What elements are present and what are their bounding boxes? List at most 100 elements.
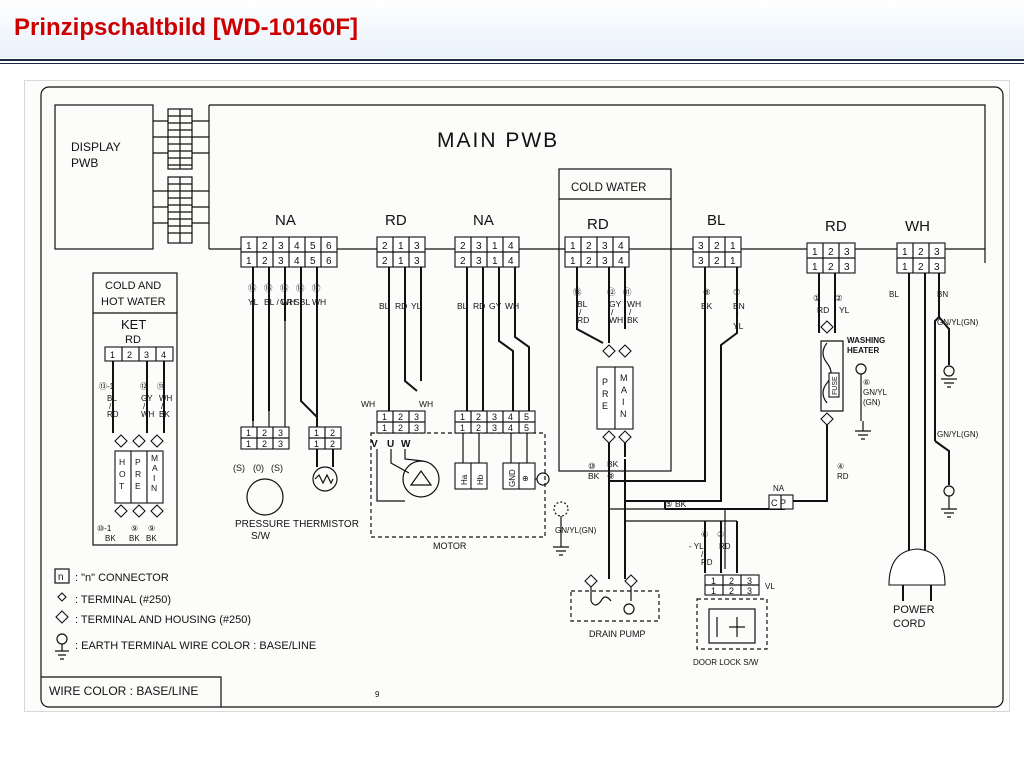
svg-text:RD: RD <box>395 301 407 311</box>
svg-text:- YL: - YL <box>689 542 704 551</box>
svg-text:GY: GY <box>141 394 153 403</box>
svg-text:2: 2 <box>382 256 388 267</box>
svg-text:2: 2 <box>262 428 267 438</box>
cold-water-label: COLD WATER <box>571 182 646 194</box>
svg-text:MOTOR: MOTOR <box>433 541 467 551</box>
svg-text:3: 3 <box>476 256 482 267</box>
svg-text:S/W: S/W <box>251 531 270 542</box>
svg-text:A: A <box>621 385 627 395</box>
svg-text:3: 3 <box>278 428 283 438</box>
connector-na2: NA 2 3 1 4 2 3 1 4 <box>454 212 520 268</box>
connector-na1: NA 1 2 3 4 5 6 1 2 3 4 5 6 <box>240 212 338 268</box>
svg-text:⑭: ⑭ <box>296 283 305 293</box>
svg-text:3: 3 <box>414 241 420 252</box>
svg-text:COLD AND: COLD AND <box>105 280 161 292</box>
svg-text:U: U <box>387 439 394 450</box>
svg-text:P: P <box>135 457 141 467</box>
svg-text:BL / WH: BL / WH <box>264 297 295 307</box>
svg-text:2: 2 <box>476 423 481 433</box>
svg-text:2: 2 <box>918 247 924 258</box>
svg-text:⑥: ⑥ <box>701 530 708 539</box>
svg-text:BL: BL <box>379 301 390 311</box>
svg-text:2: 2 <box>586 241 592 252</box>
svg-text:3: 3 <box>278 439 283 449</box>
svg-text:YL: YL <box>839 305 850 315</box>
svg-text:⑰: ⑰ <box>312 283 321 293</box>
svg-text:(0): (0) <box>253 463 264 473</box>
svg-text:3: 3 <box>747 586 752 596</box>
svg-text:/: / <box>736 311 739 321</box>
svg-text:WH: WH <box>905 218 930 235</box>
wire-color-box: WIRE COLOR : BASE/LINE <box>41 676 222 707</box>
cold-water-valve: P R E M A I N ⑩ ⑨ BK BK <box>588 344 634 481</box>
svg-text:2: 2 <box>714 256 720 267</box>
svg-text:BK: BK <box>146 534 157 543</box>
svg-text:: "n" CONNECTOR: : "n" CONNECTOR <box>75 572 169 584</box>
svg-text:/: / <box>611 307 614 317</box>
svg-text:⑬: ⑬ <box>573 287 582 297</box>
rd2-wires: ⑬ ⑫ ⑪ BL / RD GY / WH WH / BK <box>573 267 641 344</box>
page-mark: 9 <box>375 690 380 699</box>
connector-rd1: RD 2 1 3 2 1 3 <box>376 212 426 268</box>
svg-text:1: 1 <box>570 256 576 267</box>
rd1-wires: BL RD YL <box>379 267 422 411</box>
svg-text:2: 2 <box>586 256 592 267</box>
svg-text:HOT WATER: HOT WATER <box>101 296 166 308</box>
svg-text:4: 4 <box>294 256 300 267</box>
svg-text:THERMISTOR: THERMISTOR <box>293 519 359 530</box>
svg-text:⑬-1: ⑬-1 <box>99 382 115 391</box>
svg-text:4: 4 <box>618 241 624 252</box>
connector-rd3: RD 1 2 3 1 2 3 <box>806 218 856 274</box>
svg-text:2: 2 <box>918 262 924 273</box>
svg-text:C P: C P <box>771 498 786 508</box>
svg-text:WH: WH <box>141 410 155 419</box>
svg-text:3: 3 <box>492 423 497 433</box>
svg-text:3: 3 <box>934 247 940 258</box>
svg-text:④: ④ <box>837 462 844 471</box>
svg-text:⑨: ⑨ <box>148 524 155 533</box>
svg-text:RD: RD <box>719 542 731 551</box>
svg-text:3: 3 <box>278 241 284 252</box>
svg-text:RD: RD <box>587 216 609 233</box>
svg-text:2: 2 <box>330 428 335 438</box>
svg-text:(S): (S) <box>233 463 245 473</box>
svg-text:3: 3 <box>844 262 850 273</box>
svg-text:E: E <box>602 401 608 411</box>
svg-text:BL: BL <box>577 299 588 309</box>
svg-text:A: A <box>152 463 158 473</box>
svg-text:BL: BL <box>707 212 725 229</box>
svg-text:PRESSURE: PRESSURE <box>235 519 290 530</box>
svg-text:BN: BN <box>733 301 745 311</box>
svg-text:⑮: ⑮ <box>280 283 289 293</box>
display-pwb: DISPLAY PWB <box>54 104 154 250</box>
connector-wh: WH 1 2 3 1 2 3 <box>896 218 946 274</box>
drain-pump-wiring: ⑤ BK C P NA <box>608 481 827 579</box>
svg-text:5: 5 <box>310 241 316 252</box>
svg-text:YL: YL <box>733 321 744 331</box>
svg-text:M: M <box>151 453 158 463</box>
pressure-switch: 1 2 3 1 2 3 (S) (0) (S) PRESSURE S/W <box>233 321 290 542</box>
svg-text:BN: BN <box>937 290 948 299</box>
svg-text:RD: RD <box>837 472 849 481</box>
svg-text:1: 1 <box>492 256 498 267</box>
svg-text:NA: NA <box>275 212 296 229</box>
svg-text:1: 1 <box>902 247 908 258</box>
svg-text:WH: WH <box>361 399 375 409</box>
svg-text:6: 6 <box>326 256 332 267</box>
svg-text:/: / <box>701 550 704 559</box>
motor-ground: GN/YL(GN) <box>553 501 597 556</box>
svg-text:⑯: ⑯ <box>264 283 273 293</box>
svg-text:2: 2 <box>330 439 335 449</box>
svg-text:/: / <box>109 402 112 411</box>
svg-text:4: 4 <box>618 256 624 267</box>
svg-text:3: 3 <box>414 423 419 433</box>
svg-text:2: 2 <box>460 241 466 252</box>
svg-text:2: 2 <box>382 241 388 252</box>
svg-text:HEATER: HEATER <box>847 346 880 355</box>
svg-text:4: 4 <box>508 256 514 267</box>
svg-text:1: 1 <box>711 586 716 596</box>
svg-text:1: 1 <box>570 241 576 252</box>
svg-text:2: 2 <box>460 256 466 267</box>
svg-text:n: n <box>58 572 64 583</box>
svg-text:1: 1 <box>246 241 252 252</box>
